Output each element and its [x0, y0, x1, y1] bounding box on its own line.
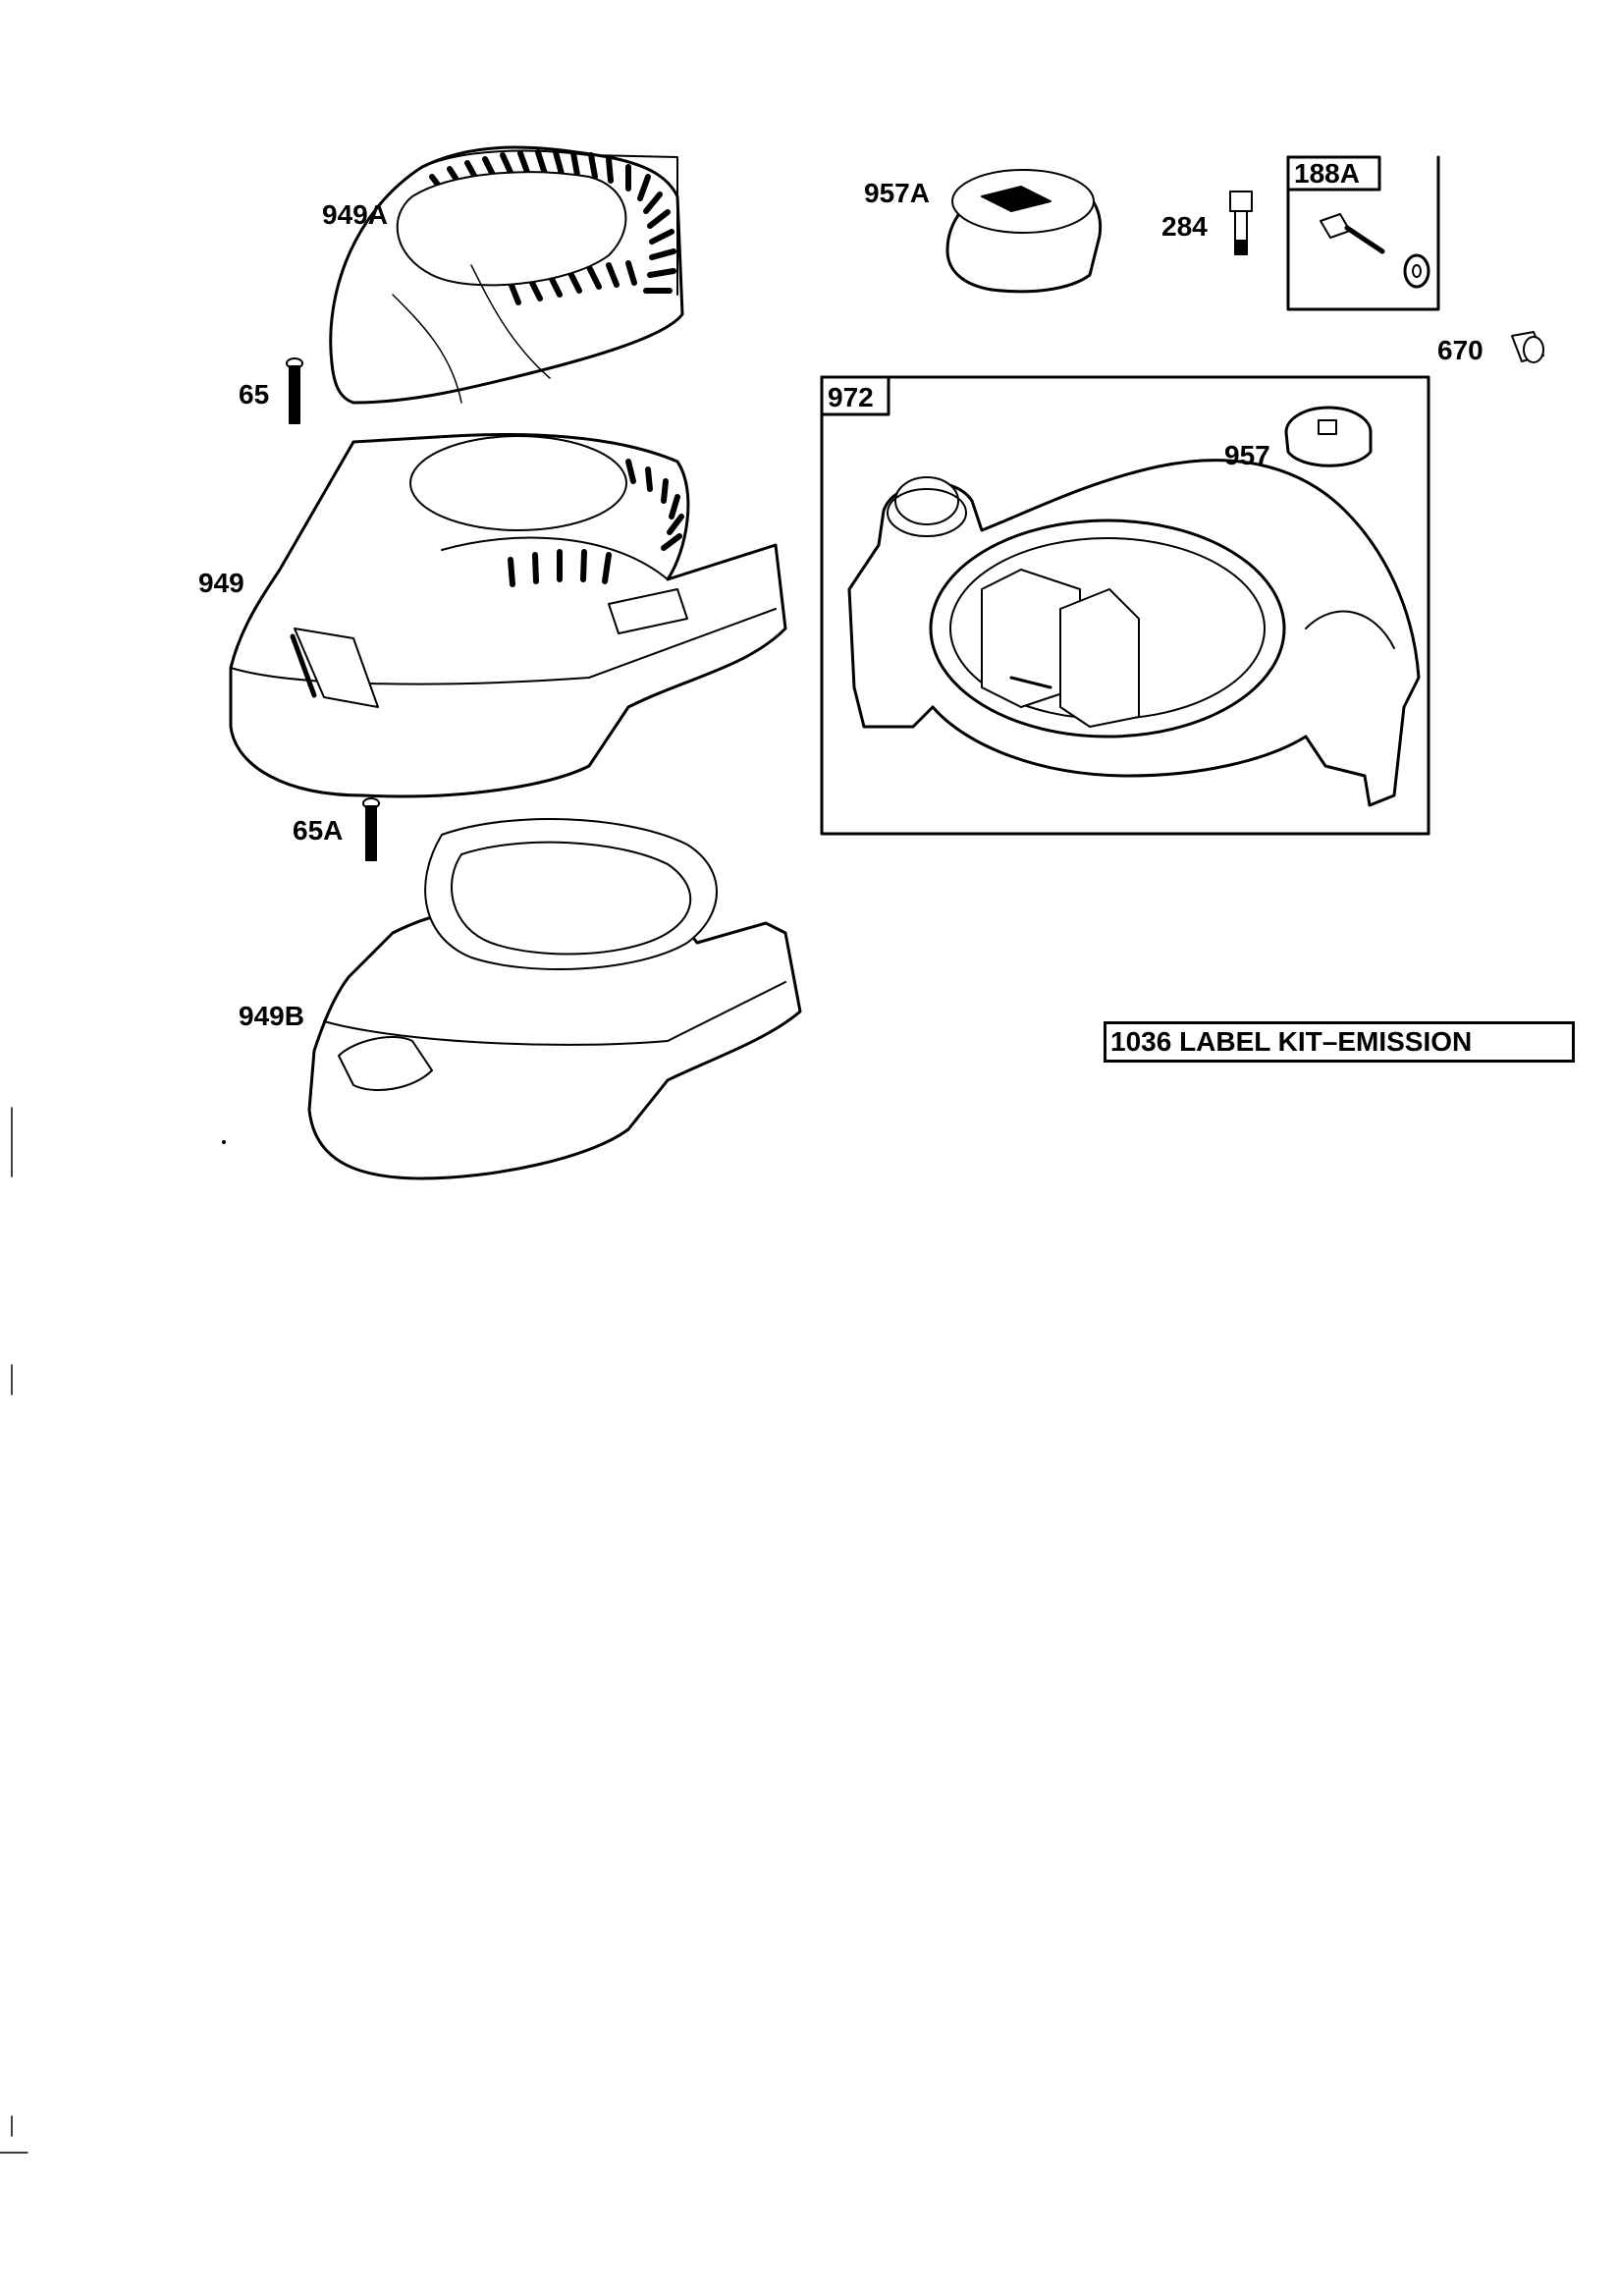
label-957: 957 [1224, 440, 1270, 470]
part-949a-housing-cover [329, 145, 684, 405]
label-957a: 957A [864, 178, 930, 208]
label-949: 949 [198, 568, 244, 598]
part-957a-fuel-cap [945, 169, 1103, 294]
label-949b: 949B [239, 1001, 304, 1031]
part-949b-housing [307, 818, 802, 1180]
label-1036-label-kit-emission: 1036 LABEL KIT–EMISSION [1104, 1021, 1575, 1063]
part-65-screw [286, 357, 303, 424]
margin-marks [0, 1107, 226, 2154]
label-188a: 188A [1294, 158, 1360, 189]
part-972-fuel-tank-box [820, 375, 1430, 836]
part-284-bolt [1229, 191, 1253, 255]
label-972: 972 [828, 382, 874, 412]
part-670-bushing [1511, 331, 1544, 363]
label-65a: 65A [293, 815, 344, 846]
part-65a-screw [362, 797, 380, 861]
label-949a: 949A [322, 199, 388, 230]
part-949-blower-housing [229, 433, 787, 798]
label-65: 65 [239, 379, 270, 410]
label-284: 284 [1161, 211, 1208, 242]
label-670: 670 [1437, 335, 1483, 365]
kit-188a-box [1286, 155, 1440, 311]
part-957-fuel-cap [1284, 406, 1373, 467]
